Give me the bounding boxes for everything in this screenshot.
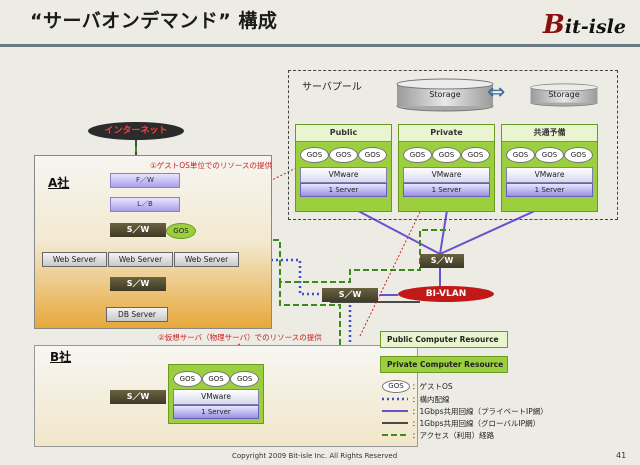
- firewall: F／W: [110, 173, 180, 188]
- gos-node-a: GOS: [166, 223, 196, 239]
- gos-node: GOS: [432, 147, 461, 163]
- vmware-layer: VMware: [300, 167, 387, 183]
- page-number: 41: [616, 451, 627, 460]
- legend-private-resource: Private Computer Resource: [380, 356, 508, 373]
- web-server-3: Web Server: [174, 252, 239, 267]
- web-server-2: Web Server: [108, 252, 173, 267]
- legend-gos-icon: GOS: [382, 380, 410, 393]
- vmware-layer: VMware: [173, 389, 259, 405]
- web-server-1: Web Server: [42, 252, 107, 267]
- gos-node: GOS: [535, 147, 564, 163]
- gos-node: GOS: [506, 147, 535, 163]
- company-a-label: A社: [48, 176, 70, 190]
- storage-cylinder-1: [396, 78, 494, 112]
- gos-node: GOS: [300, 147, 329, 163]
- switch-a-top: S／W: [110, 223, 166, 237]
- gos-node: GOS: [461, 147, 490, 163]
- gos-node: GOS: [201, 371, 231, 387]
- header-rule: [0, 44, 640, 47]
- storage-label-1: Storage: [429, 90, 461, 99]
- column-head: Private: [399, 125, 494, 142]
- bit-isle-logo: Bit-isle: [542, 10, 626, 40]
- gos-node: GOS: [173, 371, 202, 387]
- vmware-layer: VMware: [403, 167, 490, 183]
- switch-a-bottom: S／W: [110, 277, 166, 291]
- storage-cylinder-2: [530, 83, 598, 107]
- physical-server: 1 Server: [300, 183, 387, 197]
- gos-node: GOS: [564, 147, 593, 163]
- physical-server: 1 Server: [403, 183, 490, 197]
- server-pool-frame: [288, 70, 618, 220]
- gos-node: GOS: [403, 147, 432, 163]
- swap-arrow-icon: ⇔: [487, 80, 506, 105]
- column-head: Public: [296, 125, 391, 142]
- storage-label-2: Storage: [548, 90, 580, 99]
- legend-public-resource: Public Computer Resource: [380, 331, 508, 348]
- annotation-virtual-server: ②仮想サーバ（物理サーバ）でのリソースの提供: [158, 333, 322, 342]
- annotation-guest-os: ①ゲストOS単位でのリソースの提供: [150, 161, 273, 170]
- physical-server: 1 Server: [506, 183, 593, 197]
- vmware-layer: VMware: [506, 167, 593, 183]
- company-b-resource: GOS GOS GOS VMware 1 Server: [168, 364, 264, 424]
- legend-item-wiring: ：構内配線: [412, 395, 450, 404]
- bi-vlan: BI-VLAN: [398, 286, 494, 302]
- db-server: DB Server: [106, 307, 168, 322]
- legend-line-samples: [382, 397, 408, 436]
- gos-node: GOS: [358, 147, 387, 163]
- pool-column-shared-spare: 共通予備 GOS GOS GOS VMware 1 Server: [501, 124, 598, 212]
- load-balancer: L／B: [110, 197, 180, 212]
- legend-item-access-path: ：アクセス（利用）経路: [412, 431, 495, 440]
- pool-column-public: Public GOS GOS GOS VMware 1 Server: [295, 124, 392, 212]
- switch-core-mid: S／W: [322, 288, 378, 302]
- gos-node: GOS: [329, 147, 358, 163]
- switch-core-right: S／W: [420, 254, 464, 268]
- legend-item-global-line: ：1Gbps共用回線（グローバルIP網）: [412, 419, 541, 428]
- switch-b: S／W: [110, 390, 166, 404]
- legend-gos-desc: ：ゲストOS: [412, 382, 453, 391]
- company-b-label: B社: [50, 350, 72, 364]
- internet-cloud: インターネット: [88, 122, 184, 140]
- column-head: 共通予備: [502, 125, 597, 142]
- physical-server: 1 Server: [173, 405, 259, 419]
- copyright: Copyright 2009 Bit-isle Inc. All Rights …: [232, 452, 398, 460]
- legend-item-private-line: ：1Gbps共用回線（プライベートIP網）: [412, 407, 548, 416]
- server-pool-label: サーバプール: [302, 82, 362, 93]
- gos-node: GOS: [230, 371, 260, 387]
- page-title: “サーバオンデマンド” 構成: [30, 10, 278, 32]
- pool-column-private: Private GOS GOS GOS VMware 1 Server: [398, 124, 495, 212]
